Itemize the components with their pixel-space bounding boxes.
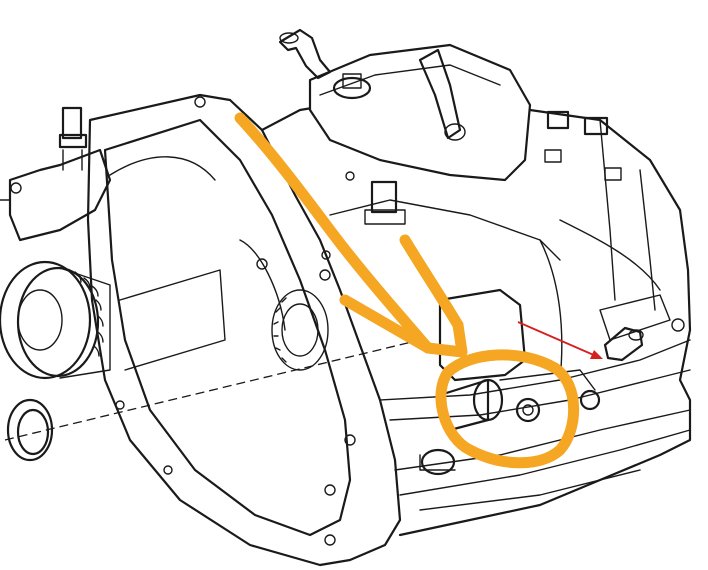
side-fitting [603,318,685,362]
red-arrow [517,321,603,359]
axis-line [4,339,421,441]
valve-cover [308,43,622,182]
connector-bracket [321,171,406,260]
breather-pipe [278,28,332,80]
orange-arrow [234,112,468,358]
orange-circle [435,349,580,469]
bell-housing [86,93,402,567]
retaining-ring [6,398,54,462]
output-flange [0,260,111,380]
left-housing [0,106,112,242]
